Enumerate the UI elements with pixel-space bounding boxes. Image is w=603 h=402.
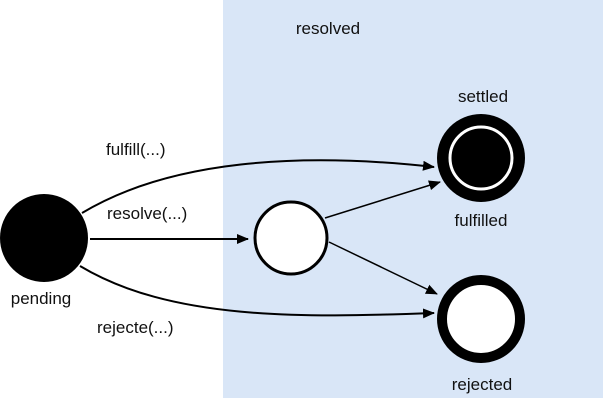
node-label-rejected: rejected [452, 375, 512, 394]
edge-label-fulfill: fulfill(...) [106, 140, 166, 159]
node-pending [0, 194, 88, 282]
node-label-fulfilled: fulfilled [455, 211, 508, 230]
node-rejected [437, 275, 525, 363]
settled-group-label: settled [458, 87, 508, 106]
node-label-pending: pending [11, 289, 72, 308]
resolved-region-label: resolved [296, 19, 360, 38]
resolved-region [223, 0, 603, 398]
edge-label-reject: rejecte(...) [97, 318, 174, 337]
node-resolved [253, 200, 329, 276]
edge-resolved-to-rejected [328, 241, 438, 295]
edge-pending-to-rejected [79, 265, 435, 319]
edge-resolved-to-fulfilled [324, 180, 441, 219]
edge-label-resolve: resolve(...) [107, 204, 187, 223]
edge-pending-to-fulfilled [81, 159, 435, 214]
node-fulfilled-inner-ring [448, 125, 514, 191]
